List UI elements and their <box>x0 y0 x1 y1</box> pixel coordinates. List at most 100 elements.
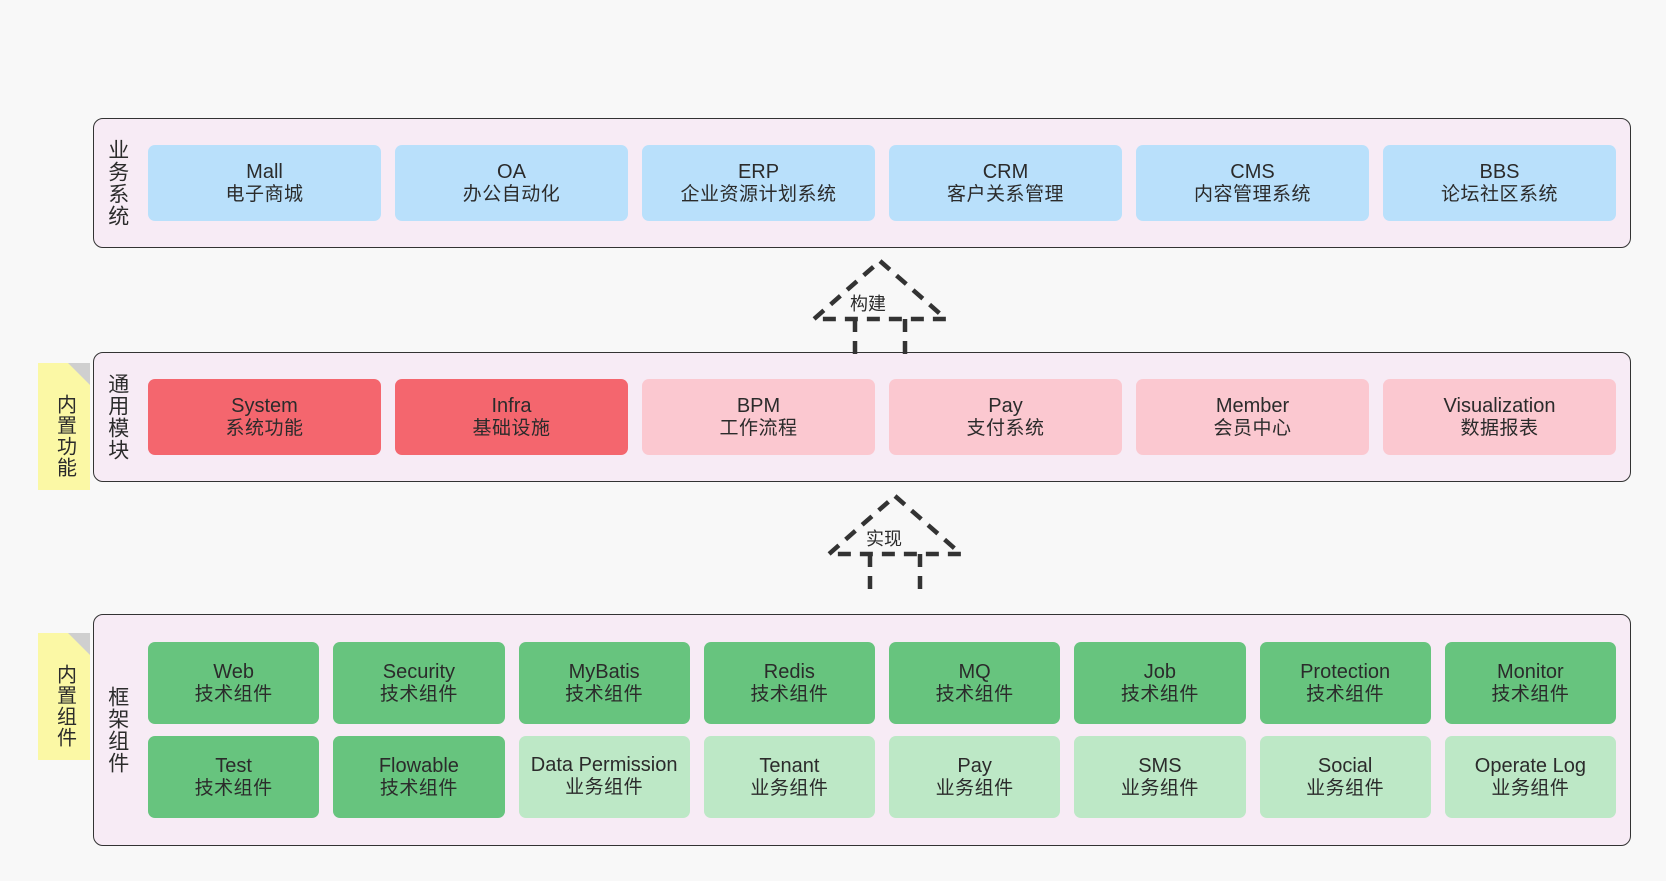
note-fold-corner-icon <box>68 363 90 385</box>
card-flowable-cn: 技术组件 <box>379 777 458 799</box>
card-operate-log[interactable]: Operate Log 业务组件 <box>1444 736 1616 818</box>
card-sms[interactable]: SMS 业务组件 <box>1074 736 1246 818</box>
card-cms-cn: 内容管理系统 <box>1193 183 1311 205</box>
card-mq-en: MQ <box>958 660 991 683</box>
layer-body-business-system: Mall 电子商城 OA 办公自动化 ERP 企业资源计划系统 CRM 客户关系… <box>140 119 1630 247</box>
note-fold-corner-icon <box>68 633 90 655</box>
layer-framework-component: 框架组件 Web 技术组件 Security 技术组件 MyBatis 技术组件… <box>93 614 1631 846</box>
generalization-stem <box>867 554 923 595</box>
card-mybatis-en: MyBatis <box>568 660 640 683</box>
card-pay-component[interactable]: Pay 业务组件 <box>889 736 1061 818</box>
card-social-cn: 业务组件 <box>1306 777 1385 799</box>
card-visualization[interactable]: Visualization 数据报表 <box>1383 379 1616 455</box>
card-erp[interactable]: ERP 企业资源计划系统 <box>642 145 875 221</box>
card-pay-module-en: Pay <box>988 394 1023 417</box>
card-mq[interactable]: MQ 技术组件 <box>889 642 1061 724</box>
connector-build-label: 构建 <box>850 294 886 314</box>
card-job[interactable]: Job 技术组件 <box>1074 642 1246 724</box>
card-bbs[interactable]: BBS 论坛社区系统 <box>1383 145 1616 221</box>
card-job-en: Job <box>1143 660 1176 683</box>
note-builtin-function-text: 内置功能 <box>53 393 76 478</box>
card-protection-en: Protection <box>1300 660 1391 683</box>
card-security-cn: 技术组件 <box>379 683 458 705</box>
card-system-en: System <box>231 394 298 417</box>
layer-title-framework-component: 框架组件 <box>105 686 129 774</box>
card-test-cn: 技术组件 <box>194 777 273 799</box>
card-mybatis-cn: 技术组件 <box>565 683 644 705</box>
card-tenant[interactable]: Tenant 业务组件 <box>703 736 875 818</box>
card-monitor[interactable]: Monitor 技术组件 <box>1444 642 1616 724</box>
framework-row-technical: Web 技术组件 Security 技术组件 MyBatis 技术组件 Redi… <box>148 642 1616 724</box>
connector-build <box>808 258 952 360</box>
generalization-stem <box>852 319 908 360</box>
card-mall[interactable]: Mall 电子商城 <box>148 145 381 221</box>
card-pay-module[interactable]: Pay 支付系统 <box>889 379 1122 455</box>
layer-body-framework-component: Web 技术组件 Security 技术组件 MyBatis 技术组件 Redi… <box>140 615 1630 845</box>
framework-row-business: Test 技术组件 Flowable 技术组件 Data Permission … <box>148 736 1616 818</box>
card-sms-en: SMS <box>1138 754 1182 777</box>
card-pay-component-en: Pay <box>957 754 992 777</box>
connector-implement <box>823 493 967 595</box>
card-protection[interactable]: Protection 技术组件 <box>1259 642 1431 724</box>
card-social-en: Social <box>1317 754 1373 777</box>
card-test-en: Test <box>215 754 252 777</box>
card-member-en: Member <box>1215 394 1290 417</box>
card-sms-cn: 业务组件 <box>1120 777 1199 799</box>
card-crm-cn: 客户关系管理 <box>946 183 1064 205</box>
card-bpm-en: BPM <box>736 394 781 417</box>
layer-common-module: 通用模块 System 系统功能 Infra 基础设施 BPM 工作流程 Pay… <box>93 352 1631 482</box>
card-bbs-cn: 论坛社区系统 <box>1440 183 1558 205</box>
card-bbs-en: BBS <box>1479 160 1520 183</box>
generalization-arrowhead <box>823 493 967 557</box>
card-data-permission[interactable]: Data Permission 业务组件 <box>518 736 690 818</box>
card-protection-cn: 技术组件 <box>1306 683 1385 705</box>
card-security-en: Security <box>382 660 455 683</box>
layer-title-business-system: 业务系统 <box>105 139 129 227</box>
card-bpm-cn: 工作流程 <box>719 417 798 439</box>
card-mq-cn: 技术组件 <box>935 683 1014 705</box>
connector-implement-label: 实现 <box>866 529 902 549</box>
layer-title-common-module: 通用模块 <box>105 373 129 461</box>
card-operate-log-cn: 业务组件 <box>1491 777 1570 799</box>
card-visualization-cn: 数据报表 <box>1460 417 1539 439</box>
card-crm[interactable]: CRM 客户关系管理 <box>889 145 1122 221</box>
card-web-en: Web <box>213 660 254 683</box>
card-monitor-cn: 技术组件 <box>1491 683 1570 705</box>
card-redis[interactable]: Redis 技术组件 <box>703 642 875 724</box>
generalization-arrowhead <box>808 258 952 322</box>
card-data-permission-en: Data Permission <box>530 754 678 777</box>
card-flowable-en: Flowable <box>378 754 459 777</box>
card-tenant-en: Tenant <box>759 754 820 777</box>
card-mybatis[interactable]: MyBatis 技术组件 <box>518 642 690 724</box>
card-monitor-en: Monitor <box>1497 660 1564 683</box>
card-system[interactable]: System 系统功能 <box>148 379 381 455</box>
card-security[interactable]: Security 技术组件 <box>333 642 505 724</box>
card-member-cn: 会员中心 <box>1213 417 1292 439</box>
card-data-permission-cn: 业务组件 <box>565 776 644 798</box>
note-builtin-function: 内置功能 <box>38 363 90 490</box>
card-test[interactable]: Test 技术组件 <box>148 736 320 818</box>
note-builtin-component: 内置组件 <box>38 633 90 760</box>
card-job-cn: 技术组件 <box>1120 683 1199 705</box>
card-system-cn: 系统功能 <box>225 417 304 439</box>
card-mall-en: Mall <box>246 160 283 183</box>
card-web[interactable]: Web 技术组件 <box>148 642 320 724</box>
card-oa-en: OA <box>497 160 526 183</box>
card-bpm[interactable]: BPM 工作流程 <box>642 379 875 455</box>
card-member[interactable]: Member 会员中心 <box>1136 379 1369 455</box>
card-infra[interactable]: Infra 基础设施 <box>395 379 628 455</box>
note-builtin-component-text: 内置组件 <box>53 663 76 748</box>
card-erp-en: ERP <box>737 160 780 183</box>
layer-business-system: 业务系统 Mall 电子商城 OA 办公自动化 ERP 企业资源计划系统 CRM… <box>93 118 1631 248</box>
card-pay-component-cn: 业务组件 <box>935 777 1014 799</box>
card-oa[interactable]: OA 办公自动化 <box>395 145 628 221</box>
card-oa-cn: 办公自动化 <box>462 183 561 205</box>
card-pay-module-cn: 支付系统 <box>966 417 1045 439</box>
card-visualization-en: Visualization <box>1443 394 1556 417</box>
card-flowable[interactable]: Flowable 技术组件 <box>333 736 505 818</box>
card-operate-log-en: Operate Log <box>1474 754 1586 777</box>
layer-body-common-module: System 系统功能 Infra 基础设施 BPM 工作流程 Pay 支付系统… <box>140 353 1630 481</box>
card-cms[interactable]: CMS 内容管理系统 <box>1136 145 1369 221</box>
card-crm-en: CRM <box>982 160 1029 183</box>
card-social[interactable]: Social 业务组件 <box>1259 736 1431 818</box>
